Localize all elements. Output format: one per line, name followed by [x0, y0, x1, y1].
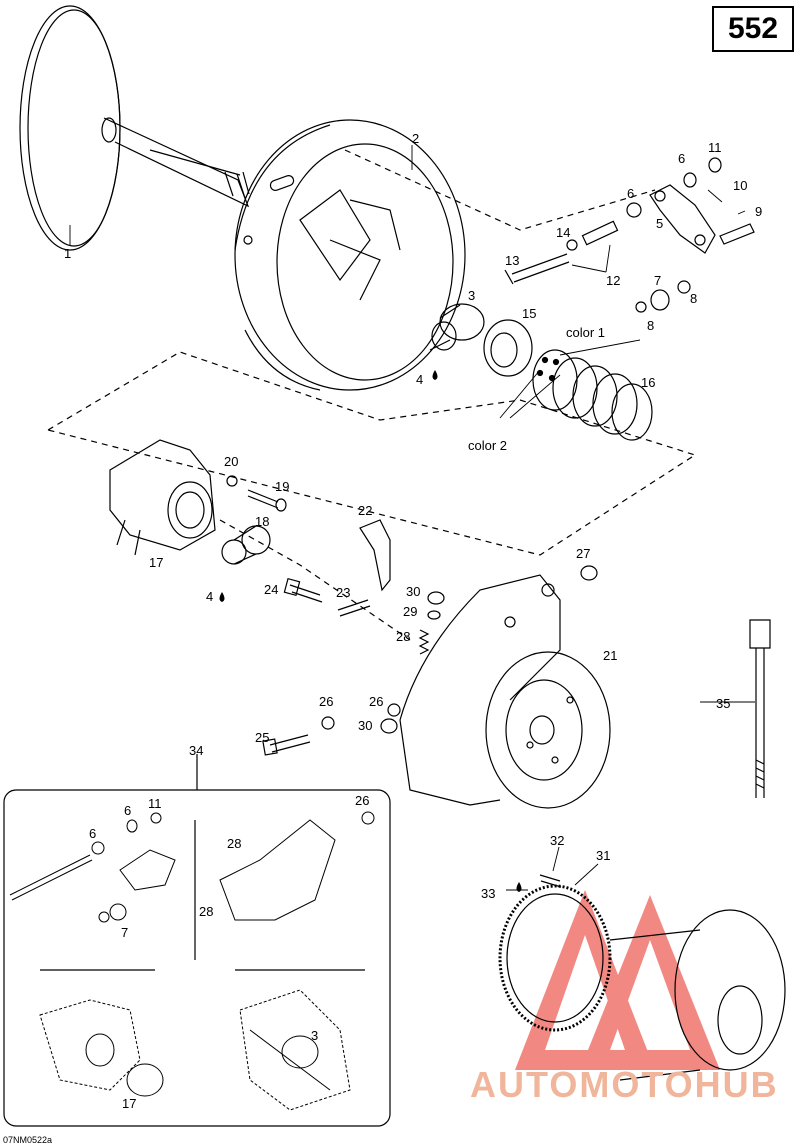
- callout-3: 3: [311, 1028, 318, 1043]
- callout-16: 16: [641, 375, 655, 390]
- callout-26: 26: [355, 793, 369, 808]
- callout-11: 11: [148, 796, 162, 811]
- callout-17: 17: [122, 1096, 136, 1111]
- callout-25: 25: [255, 730, 269, 745]
- inset-sketches: [9, 811, 375, 1111]
- callout-12: 12: [606, 273, 620, 288]
- callout-18: 18: [255, 514, 269, 529]
- label-color-1: color 1: [566, 325, 605, 340]
- part-ring-gear: [498, 884, 612, 1032]
- callout-9: 9: [755, 204, 762, 219]
- callout-29: 29: [403, 604, 417, 619]
- part-starter-drum: [609, 909, 786, 1081]
- callout-15: 15: [522, 306, 536, 321]
- callout-11: 11: [708, 140, 722, 155]
- callout-10: 10: [733, 178, 747, 193]
- callout-17: 17: [149, 555, 163, 570]
- watermark-text: AUTOMOTOHUB: [470, 1064, 779, 1105]
- part-bushing-18: [221, 525, 271, 565]
- part-lever-22: [359, 519, 391, 592]
- part-bushing: [429, 303, 485, 351]
- part-movable-sheave: [399, 574, 611, 809]
- label-color-2: color 2: [468, 438, 507, 453]
- callout-8: 8: [647, 318, 654, 333]
- callout-32: 32: [550, 833, 564, 848]
- callout-21: 21: [603, 648, 617, 663]
- callout-20: 20: [224, 454, 238, 469]
- callout-28: 28: [396, 629, 410, 644]
- part-drive-drum: [234, 119, 466, 391]
- callout-30: 30: [358, 718, 372, 733]
- callout-8: 8: [690, 291, 697, 306]
- callout-1: 1: [64, 246, 71, 261]
- callout-6: 6: [678, 151, 685, 166]
- callout-26: 26: [369, 694, 383, 709]
- inset-detail-box: [3, 789, 391, 1127]
- callout-28: 28: [199, 904, 213, 919]
- callout-31: 31: [596, 848, 610, 863]
- oil-drop-icon: [219, 370, 522, 892]
- part-long-bolt: [749, 619, 771, 798]
- callout-23: 23: [336, 585, 350, 600]
- callout-28: 28: [227, 836, 241, 851]
- callout-3: 3: [468, 288, 475, 303]
- callout-35: 35: [716, 696, 730, 711]
- callout-34: 34: [189, 743, 203, 758]
- callout-30: 30: [406, 584, 420, 599]
- callout-6: 6: [89, 826, 96, 841]
- part-pin-24: [283, 577, 371, 617]
- callout-4: 4: [416, 372, 423, 387]
- leader-lines: [69, 145, 755, 891]
- callout-26: 26: [319, 694, 333, 709]
- callout-labels: 1 2 3 4 5 6 6 7 8 8 9 10 11 12 13 14 15 …: [3, 131, 762, 1145]
- callout-7: 7: [654, 273, 661, 288]
- part-screw-19: [226, 475, 287, 512]
- part-small-hardware: [262, 565, 598, 756]
- part-washer-15: [483, 319, 533, 377]
- callout-13: 13: [505, 253, 519, 268]
- watermark-logo: [515, 890, 720, 1070]
- callout-22: 22: [358, 503, 372, 518]
- callout-14: 14: [556, 225, 570, 240]
- callout-4: 4: [206, 589, 213, 604]
- part-screw-32: [539, 874, 562, 888]
- callout-6: 6: [627, 186, 634, 201]
- page-number-badge: 552: [712, 6, 794, 52]
- callout-7: 7: [121, 925, 128, 940]
- callout-19: 19: [275, 479, 289, 494]
- callout-33: 33: [481, 886, 495, 901]
- callout-24: 24: [264, 582, 278, 597]
- part-spider: [109, 439, 216, 556]
- callout-27: 27: [576, 546, 590, 561]
- part-lever-assembly: [504, 157, 755, 313]
- part-sheave-shaft: [19, 5, 250, 251]
- callout-6: 6: [124, 803, 131, 818]
- drawing-code: 07NM0522a: [3, 1135, 52, 1145]
- callout-5: 5: [656, 216, 663, 231]
- callout-2: 2: [412, 131, 419, 146]
- part-spring: [532, 349, 653, 441]
